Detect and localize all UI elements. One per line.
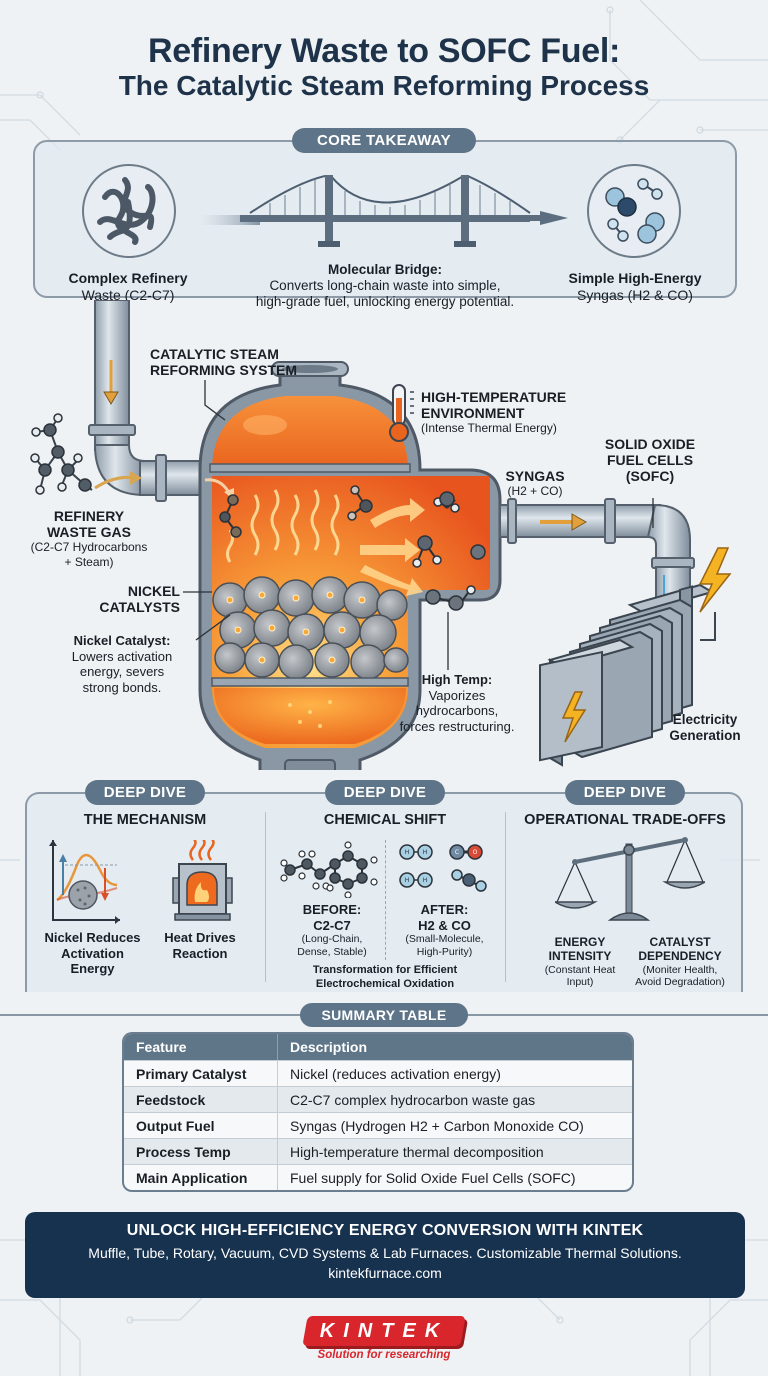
divider — [505, 812, 506, 982]
balance-scale-icon — [555, 837, 705, 921]
svg-text:H: H — [405, 849, 410, 856]
cta-subline: Muffle, Tube, Rotary, Vacuum, CVD System… — [88, 1245, 682, 1261]
divider — [265, 812, 266, 982]
cta-url-link[interactable]: kintekfurnace.com — [328, 1265, 442, 1281]
svg-text:O: O — [473, 849, 478, 856]
column-header-feature: Feature — [124, 1034, 278, 1060]
deep-dive-panel — [25, 792, 743, 992]
column-header-description: Description — [278, 1034, 632, 1060]
nickel-catalyst-note: Nickel Catalyst: Lowers activation energ… — [71, 633, 173, 695]
high-temp-note: High Temp: Vaporizes hydrocarbons, force… — [399, 672, 515, 734]
description-cell: Nickel (reduces activation energy) — [278, 1060, 632, 1086]
feature-cell: Output Fuel — [124, 1112, 278, 1138]
title-line-2: The Catalytic Steam Reforming Process — [118, 70, 650, 102]
cta-headline: UNLOCK HIGH-EFFICIENCY ENERGY CONVERSION… — [126, 1222, 644, 1239]
lightning-bolt-icon — [698, 547, 732, 613]
small-molecules-icon — [587, 164, 681, 258]
after-block: AFTER: H2 & CO (Small-Molecule, High-Pur… — [405, 902, 484, 958]
svg-text:H: H — [405, 877, 410, 884]
mechanism-title: THE MECHANISM — [83, 812, 207, 828]
description-cell: Fuel supply for Solid Oxide Fuel Cells (… — [278, 1164, 632, 1190]
feature-cell: Primary Catalyst — [124, 1060, 278, 1086]
table-header-row: Feature Description — [124, 1034, 632, 1060]
furnace-icon — [172, 840, 233, 921]
dashed-divider — [385, 840, 386, 960]
activation-energy-chart-icon — [49, 840, 120, 924]
core-takeaway-badge: CORE TAKEAWAY — [292, 128, 476, 153]
description-cell: Syngas (Hydrogen H2 + Carbon Monoxide CO… — [278, 1112, 632, 1138]
thermometer-icon — [389, 384, 414, 442]
before-block: BEFORE: C2-C7 (Long-Chain, Dense, Stable… — [297, 902, 367, 958]
mechanism-item-nickel: Nickel Reduces Activation Energy — [44, 930, 141, 977]
catalyst-dependency-block: CATALYST DEPENDENCY (Moniter Health, Avo… — [635, 935, 725, 989]
title-line-1: Refinery Waste to SOFC Fuel: — [147, 32, 621, 70]
energy-intensity-block: ENERGY INTENSITY (Constant Heat Input) — [544, 935, 616, 989]
mechanism-item-heat: Heat Drives Reaction — [164, 930, 236, 961]
description-cell: C2-C7 complex hydrocarbon waste gas — [278, 1086, 632, 1112]
sofc-label: SOLID OXIDE FUEL CELLS (SOFC) — [604, 436, 696, 485]
tangled-chains-icon — [82, 164, 176, 258]
cta-banner[interactable]: UNLOCK HIGH-EFFICIENCY ENERGY CONVERSION… — [25, 1212, 745, 1298]
nickel-catalysts-label: NICKEL CATALYSTS — [99, 583, 180, 616]
chemical-footer: Transformation for Efficient Electrochem… — [312, 964, 458, 990]
refinery-waste-gas-label: REFINERY WASTE GAS (C2-C7 Hydrocarbons +… — [30, 508, 148, 569]
core-left-label: Complex Refinery Waste (C2-C7) — [68, 270, 188, 303]
electricity-generation-label: Electricity Generation — [669, 712, 741, 744]
deep-dive-badge-2: DEEP DIVE — [325, 780, 445, 805]
syngas-label: SYNGAS (H2 + CO) — [505, 468, 565, 499]
feature-cell: Process Temp — [124, 1138, 278, 1164]
feature-cell: Feedstock — [124, 1086, 278, 1112]
summary-table-badge: SUMMARY TABLE — [300, 1003, 468, 1027]
high-temp-label: HIGH-TEMPERATURE ENVIRONMENT (Intense Th… — [421, 389, 567, 436]
svg-text:H: H — [423, 877, 428, 884]
svg-text:H: H — [423, 849, 428, 856]
svg-text:C: C — [455, 849, 459, 856]
core-right-label: Simple High-Energy Syngas (H2 & CO) — [568, 270, 702, 303]
deep-dive-badge-3: DEEP DIVE — [565, 780, 685, 805]
deep-dive-badge-1: DEEP DIVE — [85, 780, 205, 805]
long-chain-molecule-icon — [280, 841, 378, 898]
chemical-shift-title: CHEMICAL SHIFT — [323, 812, 447, 828]
core-middle-label: Molecular Bridge: Converts long-chain wa… — [255, 262, 515, 310]
reactor-diagram — [30, 300, 732, 770]
feature-cell: Main Application — [124, 1164, 278, 1190]
syngas-molecules-icon: H H H H C O — [399, 844, 487, 892]
description-cell: High-temperature thermal decomposition — [278, 1138, 632, 1164]
suspension-bridge-icon — [200, 175, 568, 247]
kintek-logo-text: KINTEK — [319, 1320, 449, 1342]
reactor-system-label: CATALYTIC STEAM REFORMING SYSTEM — [150, 346, 298, 379]
page-title: Refinery Waste to SOFC Fuel: The Catalyt… — [0, 32, 768, 101]
kintek-tagline: Solution for researching — [317, 1349, 451, 1361]
tradeoffs-title: OPERATIONAL TRADE-OFFS — [524, 812, 726, 828]
